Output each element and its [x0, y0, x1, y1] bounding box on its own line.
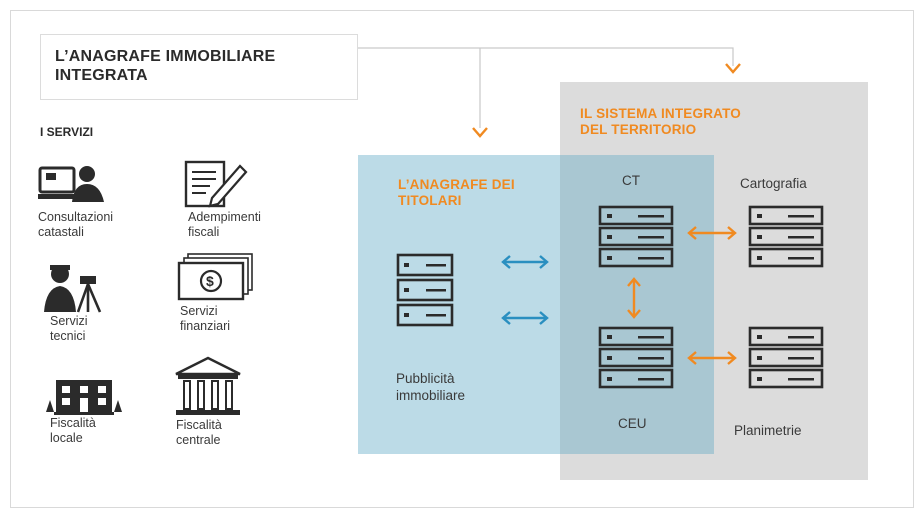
ceu-label: CEU: [618, 416, 647, 431]
chevron-down-icon: [472, 127, 488, 138]
titolari-title-line2: TITOLARI: [398, 193, 462, 208]
service-label: locale: [50, 431, 83, 445]
pubblicita-line2: immobiliare: [396, 388, 466, 403]
ct-label: CT: [622, 173, 640, 188]
service-label: finanziari: [180, 319, 231, 333]
planimetrie-label: Planimetrie: [734, 423, 802, 438]
service-label: Adempimenti: [188, 210, 261, 224]
svg-text:$: $: [206, 273, 214, 289]
chevron-down-icon: [725, 63, 741, 74]
services-heading: I SERVIZI: [40, 125, 94, 139]
service-label: Fiscalità: [176, 418, 222, 432]
service-consultazioni: Consultazioni catastali: [38, 164, 158, 240]
service-label: Fiscalità: [50, 416, 96, 430]
anagrafe-titolari-title: L’ANAGRAFE DEI TITOLARI: [398, 177, 515, 209]
titolari-title-line1: L’ANAGRAFE DEI: [398, 177, 515, 192]
service-fiscalita-locale: Fiscalità locale: [44, 366, 164, 446]
diagram-title-line2: INTEGRATA: [55, 67, 148, 84]
service-tecnici: Servizi tecnici: [42, 262, 162, 344]
service-fiscalita-centrale: Fiscalità centrale: [172, 356, 292, 448]
sistema-integrato-title: IL SISTEMA INTEGRATO DEL TERRITORIO: [580, 106, 741, 138]
service-label: tecnici: [50, 329, 86, 343]
server-planimetrie-icon: [748, 326, 824, 389]
service-label: Consultazioni: [38, 210, 114, 224]
double-arrow-icon: [687, 226, 737, 240]
vertical-double-arrow-icon: [627, 277, 641, 319]
server-ct-icon: [598, 205, 674, 268]
service-label: Servizi: [180, 304, 218, 318]
double-arrow-icon: [687, 351, 737, 365]
surveyor-icon: [44, 265, 102, 313]
double-arrow-icon: [501, 255, 549, 269]
banknote-icon: $: [177, 253, 253, 301]
cartografia-label: Cartografia: [740, 176, 807, 191]
document-pen-icon: [184, 160, 248, 208]
double-arrow-icon: [501, 311, 549, 325]
sistema-title-line1: IL SISTEMA INTEGRATO: [580, 106, 742, 121]
service-adempimenti: Adempimenti fiscali: [182, 160, 302, 240]
town-building-icon: [46, 380, 122, 415]
server-cartografia-icon: [748, 205, 824, 268]
service-label: catastali: [38, 225, 84, 239]
service-label: fiscali: [188, 225, 220, 239]
pubblicita-label: Pubblicità immobiliare: [396, 370, 465, 404]
diagram-title-line1: L’ANAGRAFE IMMOBILIARE: [55, 48, 276, 65]
service-label: Servizi: [50, 314, 88, 328]
service-label: centrale: [176, 433, 221, 447]
service-finanziari: $ Servizi finanziari: [176, 252, 296, 334]
institution-icon: [175, 356, 241, 415]
panel-overlap: [560, 155, 714, 454]
server-pubblicita-icon: [396, 253, 454, 327]
title-box: L’ANAGRAFE IMMOBILIARE INTEGRATA: [40, 34, 358, 100]
computer-user-icon: [38, 166, 104, 202]
server-ceu-icon: [598, 326, 674, 389]
sistema-title-line2: DEL TERRITORIO: [580, 122, 697, 137]
pubblicita-line1: Pubblicità: [396, 371, 455, 386]
